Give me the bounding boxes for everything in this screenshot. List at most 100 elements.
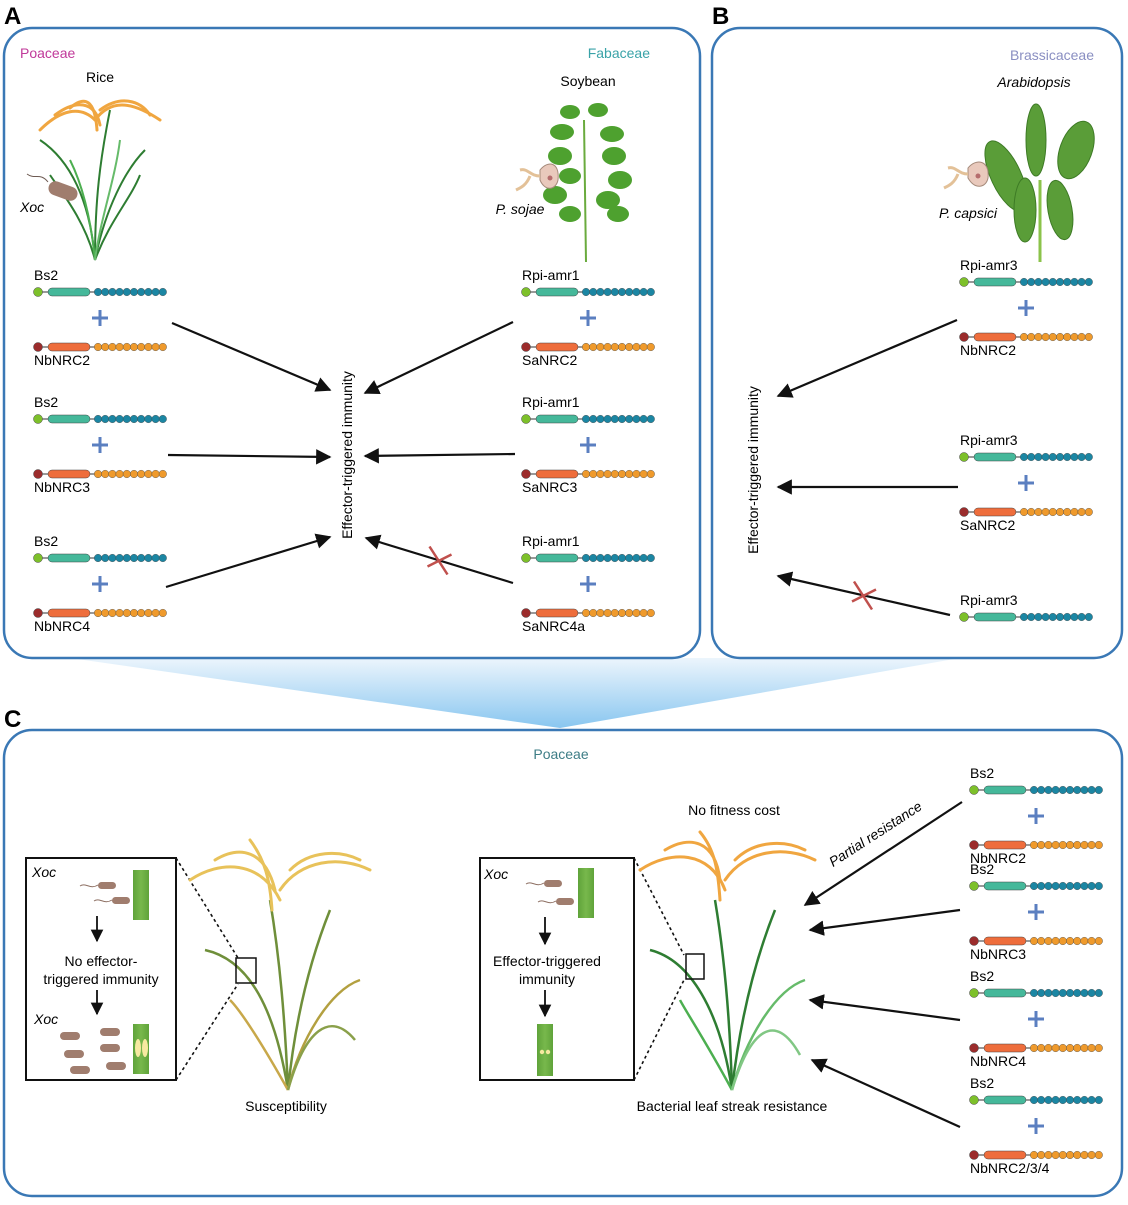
lrr-repeat	[1034, 278, 1043, 287]
lrr-repeat	[618, 470, 627, 479]
lrr-repeat	[1051, 841, 1060, 850]
nb-arc-domain	[535, 342, 579, 352]
lrr-repeat	[1029, 937, 1038, 946]
cc-domain	[959, 452, 969, 462]
lrr-repeat	[639, 554, 648, 563]
lrr-repeat	[137, 470, 146, 479]
sensor-name: Bs2	[34, 267, 58, 283]
lrr-repeat	[108, 288, 117, 297]
lrr-repeat	[582, 415, 591, 424]
rice-resistant-illustration	[638, 830, 817, 1091]
rice-susceptible-illustration	[188, 838, 372, 1091]
lrr-repeat	[129, 554, 138, 563]
nb-arc-domain	[983, 881, 1027, 891]
lrr-repeat	[625, 554, 634, 563]
oomycete-p-sojae-icon	[515, 163, 559, 192]
lrr-repeat	[1044, 786, 1053, 795]
lrr-repeat	[122, 415, 131, 424]
plus-icon	[580, 576, 596, 592]
cc-domain	[969, 1095, 979, 1105]
cc-domain	[969, 785, 979, 795]
caption-bls-resistance: Bacterial leaf streak resistance	[637, 1098, 828, 1114]
nb-arc-domain	[983, 936, 1027, 946]
lrr-repeat	[1073, 882, 1082, 891]
right-inset-bacteria	[525, 880, 574, 905]
panel-a-outcome-label: Effector-triggered immunity	[339, 371, 355, 539]
lrr-repeat	[1027, 278, 1036, 287]
lrr-repeat	[625, 609, 634, 618]
lrr-repeat	[108, 554, 117, 563]
lrr-repeat	[101, 288, 110, 297]
lrr-repeat	[93, 554, 102, 563]
lrr-repeat	[1058, 786, 1067, 795]
lrr-repeat	[610, 343, 619, 352]
lrr-repeat	[632, 288, 641, 297]
cc-domain	[969, 840, 979, 850]
lrr-repeat	[618, 554, 627, 563]
helper-protein-diagram	[33, 469, 167, 479]
cc-domain	[969, 881, 979, 891]
lrr-repeat	[596, 609, 605, 618]
lrr-repeat	[1051, 1095, 1060, 1104]
lrr-repeat	[1055, 613, 1064, 622]
lrr-repeat	[1094, 989, 1103, 998]
helper-name: NbNRC2	[960, 342, 1016, 358]
lrr-repeat	[1058, 882, 1067, 891]
lrr-repeat	[108, 343, 117, 352]
right-inset-box	[479, 857, 635, 1081]
lrr-repeat	[158, 554, 167, 563]
helper-name: NbNRC4	[34, 618, 90, 634]
cc-domain	[521, 342, 531, 352]
lrr-repeat	[1029, 1095, 1038, 1104]
helper-protein-diagram	[521, 469, 655, 479]
lrr-repeat	[129, 470, 138, 479]
lrr-repeat	[1065, 1095, 1074, 1104]
lrr-repeat	[1044, 1150, 1053, 1159]
activation-arrow	[808, 994, 961, 1022]
left-inset-xoc-top: Xoc	[31, 864, 56, 880]
left-inset-box	[25, 857, 177, 1081]
lrr-repeat	[1094, 882, 1103, 891]
helper-protein-diagram	[959, 332, 1093, 342]
plus-icon	[92, 576, 108, 592]
helper-protein-diagram	[959, 507, 1093, 517]
nb-arc-domain	[973, 507, 1017, 517]
left-zoom-dashed-lines	[175, 857, 239, 1081]
lrr-repeat	[632, 609, 641, 618]
nb-arc-domain	[535, 287, 579, 297]
lrr-repeat	[1034, 333, 1043, 342]
lrr-repeat	[1048, 278, 1057, 287]
blocked-arrow	[776, 571, 951, 617]
lrr-repeat	[1037, 1095, 1046, 1104]
family-fabaceae: Fabaceae	[588, 45, 650, 61]
lrr-repeat	[1087, 1095, 1096, 1104]
left-inset-step-line1: No effector-	[65, 953, 138, 969]
lrr-repeat	[589, 343, 598, 352]
lrr-repeat	[1084, 333, 1093, 342]
lrr-repeat	[1044, 937, 1053, 946]
lrr-repeat	[603, 554, 612, 563]
right-inset-healthy-leaf	[537, 1024, 553, 1076]
lrr-repeat	[1020, 508, 1029, 517]
lrr-repeat	[610, 415, 619, 424]
lrr-repeat	[618, 415, 627, 424]
lrr-repeat	[1070, 453, 1079, 462]
lrr-repeat	[137, 609, 146, 618]
lrr-repeat	[1048, 508, 1057, 517]
lrr-repeat	[1080, 1043, 1089, 1052]
panel-c-letter: C	[4, 706, 21, 733]
activation-arrow	[808, 908, 961, 936]
soybean-plant-illustration	[543, 103, 632, 263]
block-x-icon	[426, 545, 453, 576]
right-zoom-dashed-lines	[633, 857, 685, 1081]
cc-domain	[969, 1150, 979, 1160]
lrr-repeat	[1041, 333, 1050, 342]
lrr-repeat	[1020, 613, 1029, 622]
lrr-repeat	[137, 288, 146, 297]
lrr-repeat	[646, 288, 655, 297]
left-inset-bacteria-bottom	[60, 1028, 126, 1074]
lrr-repeat	[1037, 1150, 1046, 1159]
activation-arrow	[363, 448, 516, 464]
lrr-repeat	[1020, 333, 1029, 342]
lrr-repeat	[1084, 453, 1093, 462]
